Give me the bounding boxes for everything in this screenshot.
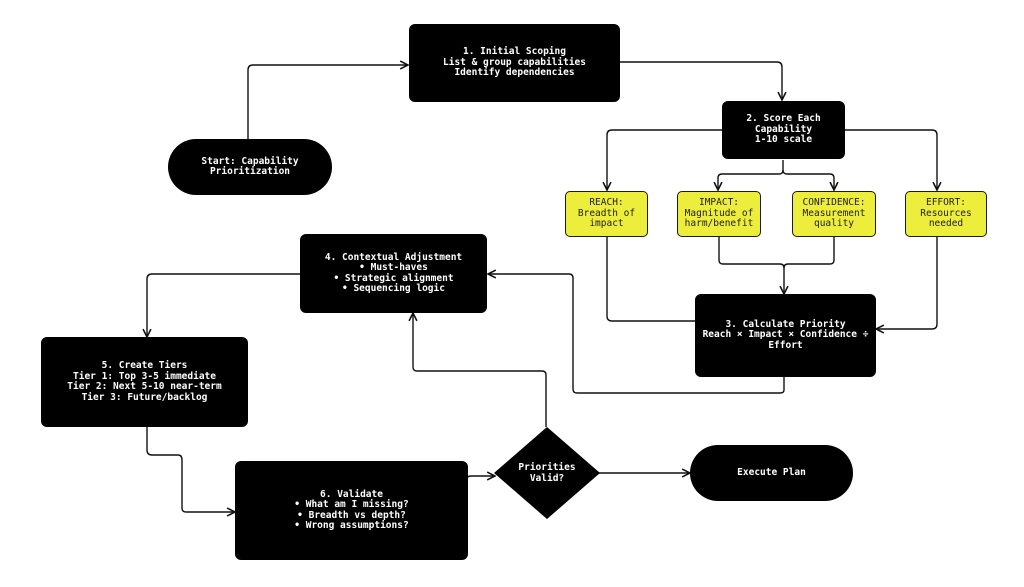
edge-effort-to-calculate bbox=[876, 236, 938, 329]
node-contextual-adjustment[interactable]: 4. Contextual Adjustment • Must-haves • … bbox=[300, 234, 487, 313]
note-reach[interactable]: REACH: Breadth of impact bbox=[565, 191, 648, 237]
edge-scoping-to-score bbox=[620, 61, 782, 100]
edge-contextual-to-tiers bbox=[147, 273, 300, 337]
node-execute-plan-label: Execute Plan bbox=[737, 466, 806, 478]
node-initial-scoping-label: 1. Initial Scoping List & group capabili… bbox=[443, 46, 586, 79]
node-start[interactable]: Start: Capability Prioritization bbox=[168, 139, 332, 195]
edge-score-to-reach bbox=[607, 129, 722, 190]
node-score-each-label: 2. Score Each Capability 1-10 scale bbox=[746, 113, 821, 146]
node-contextual-adjustment-label: 4. Contextual Adjustment • Must-haves • … bbox=[324, 251, 463, 294]
decision-diamond[interactable] bbox=[494, 427, 600, 519]
edge-score-to-confidence bbox=[782, 169, 834, 190]
edge-impact-to-calculate bbox=[718, 236, 784, 294]
edge-score-to-effort bbox=[845, 129, 937, 190]
note-confidence-label: CONFIDENCE: Measurement quality bbox=[802, 197, 866, 230]
edge-confidence-to-calculate bbox=[783, 236, 835, 269]
edge-calculate-to-contextual bbox=[488, 274, 785, 394]
note-reach-label: REACH: Breadth of impact bbox=[577, 197, 636, 230]
note-confidence[interactable]: CONFIDENCE: Measurement quality bbox=[792, 191, 876, 237]
node-execute-plan[interactable]: Execute Plan bbox=[690, 445, 853, 501]
note-effort[interactable]: EFFORT: Resources needed bbox=[905, 191, 987, 237]
decision-label: Priorities Valid? bbox=[518, 462, 576, 484]
node-calculate-priority-label: 3. Calculate Priority Reach × Impact × C… bbox=[702, 318, 869, 351]
node-calculate-priority[interactable]: 3. Calculate Priority Reach × Impact × C… bbox=[695, 294, 876, 377]
note-effort-label: EFFORT: Resources needed bbox=[920, 197, 972, 230]
edge-start-to-scoping bbox=[247, 65, 408, 142]
node-start-label: Start: Capability Prioritization bbox=[201, 155, 299, 177]
node-create-tiers-label: 5. Create Tiers Tier 1: Top 3-5 immediat… bbox=[67, 360, 222, 403]
node-create-tiers[interactable]: 5. Create Tiers Tier 1: Top 3-5 immediat… bbox=[41, 337, 248, 427]
node-validate-label: 6. Validate • What am I missing? • Bread… bbox=[294, 488, 409, 531]
note-impact[interactable]: IMPACT: Magnitude of harm/benefit bbox=[677, 191, 761, 237]
node-validate[interactable]: 6. Validate • What am I missing? • Bread… bbox=[235, 461, 468, 560]
edge-decision-to-contextual bbox=[413, 313, 547, 427]
node-initial-scoping[interactable]: 1. Initial Scoping List & group capabili… bbox=[409, 24, 620, 102]
edge-score-to-impact bbox=[718, 160, 784, 190]
node-score-each[interactable]: 2. Score Each Capability 1-10 scale bbox=[722, 101, 845, 159]
edge-reach-to-calculate bbox=[606, 236, 695, 322]
note-impact-label: IMPACT: Magnitude of harm/benefit bbox=[684, 197, 754, 230]
edge-tiers-to-validate bbox=[146, 427, 235, 512]
